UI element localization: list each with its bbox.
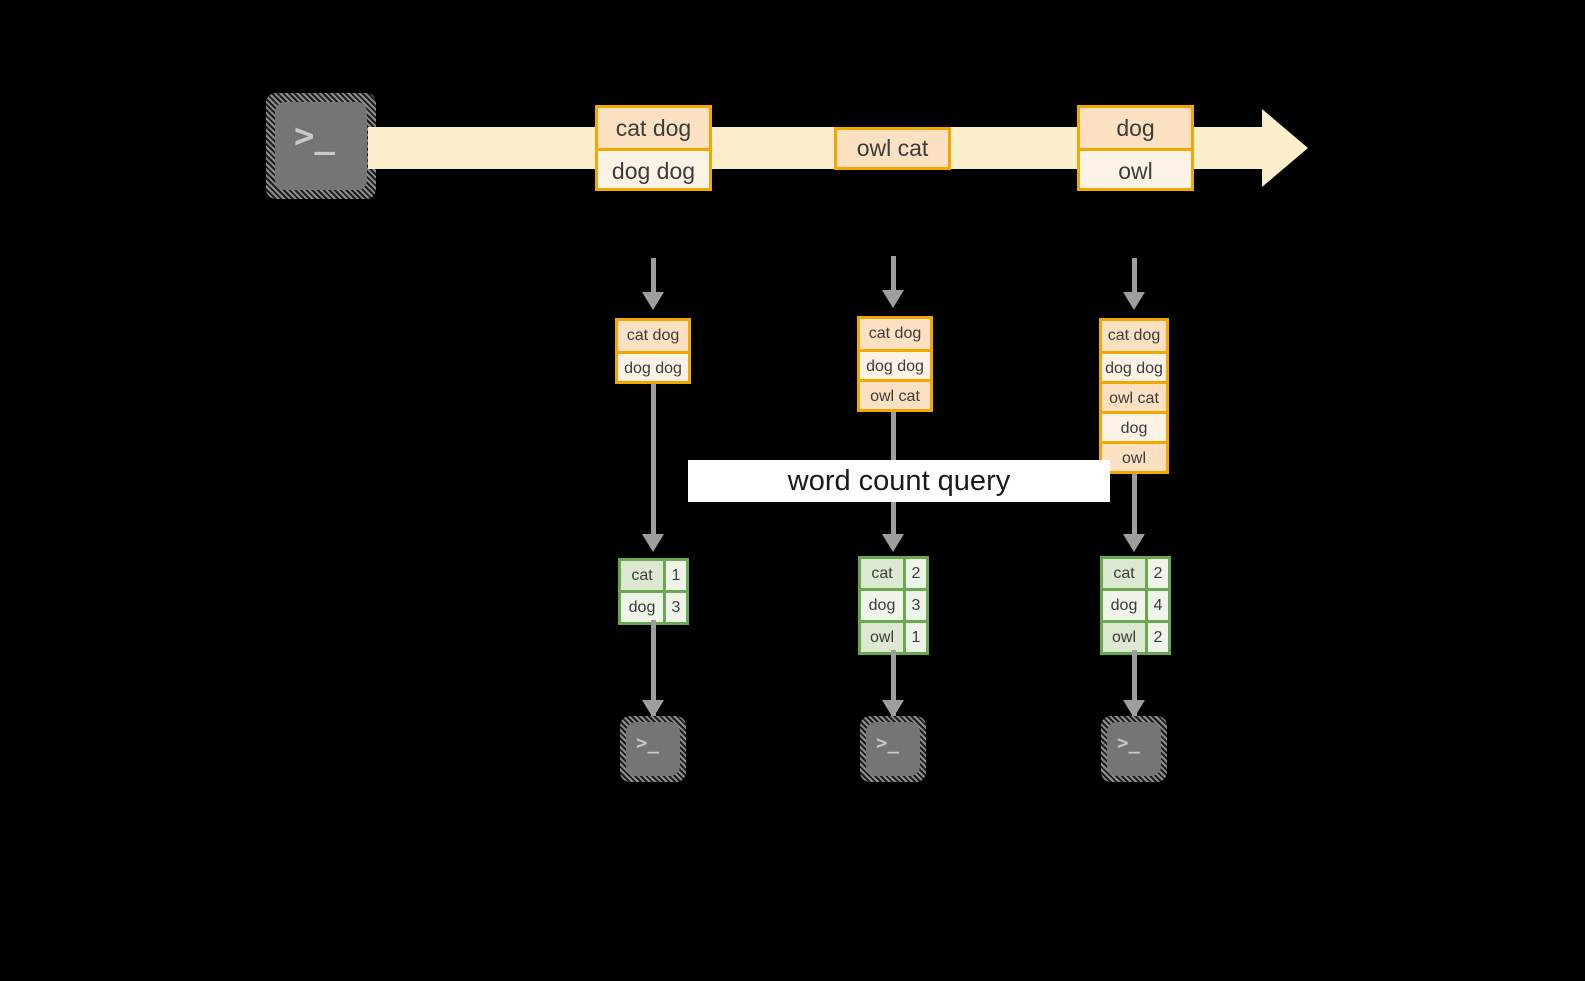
terminal-screen (275, 102, 367, 190)
query-connector-arrow-icon (642, 534, 664, 552)
query-connector-line (651, 384, 656, 536)
stream-event-box: owl cat (834, 127, 951, 170)
terminal-prompt-glyph: >_ (636, 732, 659, 754)
result-word: cat (621, 561, 663, 590)
stack-row: owl (1102, 441, 1166, 471)
word-count-result-table: cat 2 dog 3 owl 1 (858, 556, 929, 655)
query-connector-line (1132, 474, 1137, 536)
dashed-input-arrow-icon (1123, 292, 1145, 310)
result-count: 2 (1145, 559, 1168, 588)
stack-row: dog (1102, 411, 1166, 441)
result-word: dog (861, 591, 903, 620)
sink-connector-line (651, 620, 656, 716)
result-word: dog (621, 593, 663, 622)
result-word: dog (1103, 591, 1145, 620)
terminal-prompt-glyph: >_ (294, 116, 335, 156)
accumulated-events-stack: cat dog dog dog (615, 318, 691, 384)
stack-row: dog dog (860, 349, 930, 379)
result-row: owl 2 (1103, 620, 1168, 652)
sink-connector-arrow-icon (642, 700, 664, 718)
word-count-result-table: cat 2 dog 4 owl 2 (1100, 556, 1171, 655)
sink-connector-arrow-icon (882, 700, 904, 718)
sink-terminal-icon: >_ (620, 716, 686, 782)
stack-row: cat dog (618, 321, 688, 351)
stack-row: dog dog (618, 351, 688, 381)
dashed-input-line (651, 258, 656, 294)
stack-row: cat dog (860, 319, 930, 349)
sink-connector-line (891, 650, 896, 716)
query-connector-arrow-icon (1123, 534, 1145, 552)
accumulated-events-stack: cat dog dog dog owl cat (857, 316, 933, 412)
event-line: owl cat (837, 130, 948, 167)
terminal-prompt-glyph: >_ (876, 732, 899, 754)
stack-row: cat dog (1102, 321, 1166, 351)
result-word: cat (861, 559, 903, 588)
result-row: dog 4 (1103, 588, 1168, 620)
dashed-input-line (1132, 258, 1137, 294)
result-count: 3 (663, 593, 686, 622)
dashed-input-arrow-icon (642, 292, 664, 310)
result-word: owl (1103, 623, 1145, 652)
result-row: owl 1 (861, 620, 926, 652)
query-connector-arrow-icon (882, 534, 904, 552)
result-word: cat (1103, 559, 1145, 588)
terminal-screen (866, 722, 920, 776)
result-row: cat 1 (621, 561, 686, 590)
terminal-screen (1107, 722, 1161, 776)
result-count: 1 (663, 561, 686, 590)
sink-connector-line (1132, 650, 1137, 716)
stack-row: owl cat (860, 379, 930, 409)
accumulated-events-stack: cat dog dog dog owl cat dog owl (1099, 318, 1169, 474)
result-count: 1 (903, 623, 926, 652)
event-line: dog dog (598, 148, 709, 188)
result-word: owl (861, 623, 903, 652)
terminal-screen (626, 722, 680, 776)
result-count: 4 (1145, 591, 1168, 620)
result-count: 2 (1145, 623, 1168, 652)
dashed-input-arrow-icon (882, 290, 904, 308)
query-banner-label: word count query (688, 460, 1110, 502)
event-line: dog (1080, 108, 1191, 148)
result-row: dog 3 (621, 590, 686, 622)
result-row: cat 2 (861, 559, 926, 588)
event-stream-arrow-icon (1262, 109, 1308, 187)
event-line: cat dog (598, 108, 709, 148)
event-line: owl (1080, 148, 1191, 188)
stream-event-box: cat dog dog dog (595, 105, 712, 191)
sink-terminal-icon: >_ (1101, 716, 1167, 782)
arrow-head (1262, 109, 1308, 187)
word-count-result-table: cat 1 dog 3 (618, 558, 689, 625)
result-count: 3 (903, 591, 926, 620)
sink-connector-arrow-icon (1123, 700, 1145, 718)
stack-row: owl cat (1102, 381, 1166, 411)
sink-terminal-icon: >_ (860, 716, 926, 782)
dashed-input-line (891, 256, 896, 292)
result-row: cat 2 (1103, 559, 1168, 588)
stack-row: dog dog (1102, 351, 1166, 381)
result-row: dog 3 (861, 588, 926, 620)
source-terminal-icon: >_ (266, 93, 376, 199)
terminal-prompt-glyph: >_ (1117, 732, 1140, 754)
result-count: 2 (903, 559, 926, 588)
stream-event-box: dog owl (1077, 105, 1194, 191)
